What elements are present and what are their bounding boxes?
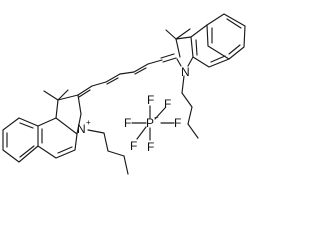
fluorine-label-bottom: F <box>147 140 154 154</box>
polymethine-chain <box>77 53 177 98</box>
chemical-structure-diagram: N N + <box>2 13 246 175</box>
fluorine-label-right: F <box>174 116 181 130</box>
fluorine-label-left: F <box>124 116 131 130</box>
phosphorus-charge: − <box>154 113 159 122</box>
lower-indolium-unit <box>2 89 129 175</box>
lower-nitrogen-label: N <box>77 122 86 136</box>
lower-nitrogen-charge: + <box>86 118 91 127</box>
fluorine-label-top-right: F <box>164 97 171 111</box>
hexafluorophosphate-bonds <box>131 105 175 141</box>
fluorine-label-top-left: F <box>147 93 154 107</box>
upper-nitrogen-label: N <box>181 65 190 79</box>
upper-indolenine-unit <box>165 13 246 139</box>
phosphorus-label: P <box>146 116 154 130</box>
fluorine-label-bottom-left: F <box>130 139 137 153</box>
